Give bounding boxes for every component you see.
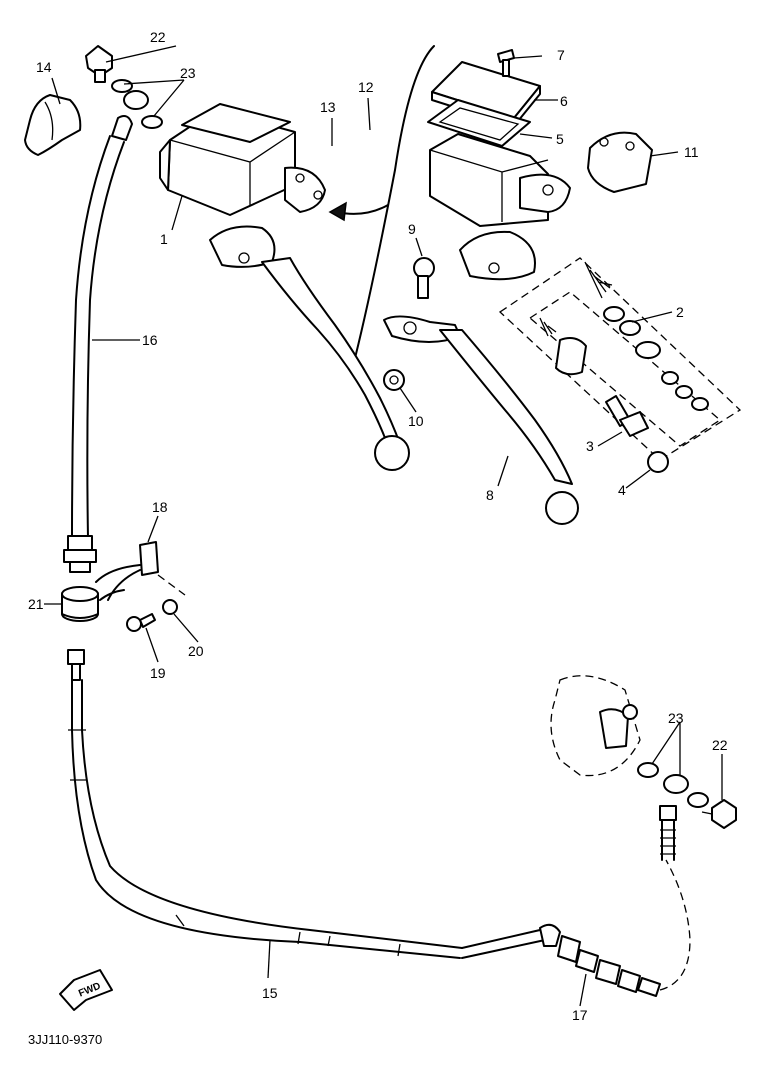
callout-1: 1 [160,231,168,247]
callout-9: 9 [408,221,416,237]
callout-7: 7 [557,47,565,63]
callout-22-top: 22 [150,29,166,45]
union-bolt-lower [701,799,737,829]
push-rod [605,395,649,437]
brake-caliper [550,675,641,777]
clamp-bolt [126,613,156,632]
callout-5: 5 [556,131,564,147]
callout-17: 17 [572,1007,588,1023]
callout-19: 19 [150,665,166,681]
banjo-fitting-top [123,90,149,110]
callout-10: 10 [408,413,424,429]
callout-20: 20 [188,643,204,659]
hose-end-lower [659,805,677,861]
diaphragm [427,99,531,147]
callout-3: 3 [586,438,594,454]
hose-fitting-lower [539,859,691,997]
reference-arrow-head [328,201,347,222]
callout-11: 11 [684,144,699,160]
callout-16: 16 [142,332,158,348]
callout-23-bottom: 23 [668,710,684,726]
callout-6: 6 [560,93,568,109]
callout-2: 2 [676,304,684,320]
clamp-nut [162,599,178,615]
diagram-code: 3JJ110-9370 [28,1032,102,1047]
master-cylinder-assembled [159,103,410,471]
callout-18: 18 [152,499,168,515]
grommet [61,586,99,622]
callout-15: 15 [262,985,278,1001]
callout-22-bottom: 22 [712,737,728,753]
callout-23-top: 23 [180,65,196,81]
callout-13: 13 [320,99,336,115]
mirror-bracket [587,131,653,193]
master-cylinder-body [429,133,571,281]
washer-lower-1 [637,762,659,778]
master-cylinder-kit [498,257,742,461]
callout-21: 21 [28,596,44,612]
union-bolt-top [85,45,113,83]
brake-hose-lower [67,649,546,959]
fwd-arrow-icon: FWD [59,969,113,1011]
pivot-nut [383,369,405,391]
cap-screw [497,49,515,77]
callout-14: 14 [36,59,52,75]
banjo-fitting-lower [663,774,689,794]
brake-lever [383,315,579,525]
hose-clamp [95,541,159,601]
callout-12: 12 [358,79,374,95]
lever-pivot-bolt [413,257,435,299]
callout-8: 8 [486,487,494,503]
callout-4: 4 [618,482,626,498]
washer-top-1 [111,79,133,93]
washer-top-2 [141,115,163,129]
dust-ball [647,451,669,473]
brake-hose-upper [63,115,133,573]
washer-lower-2 [687,792,709,808]
divider-line [351,45,435,371]
